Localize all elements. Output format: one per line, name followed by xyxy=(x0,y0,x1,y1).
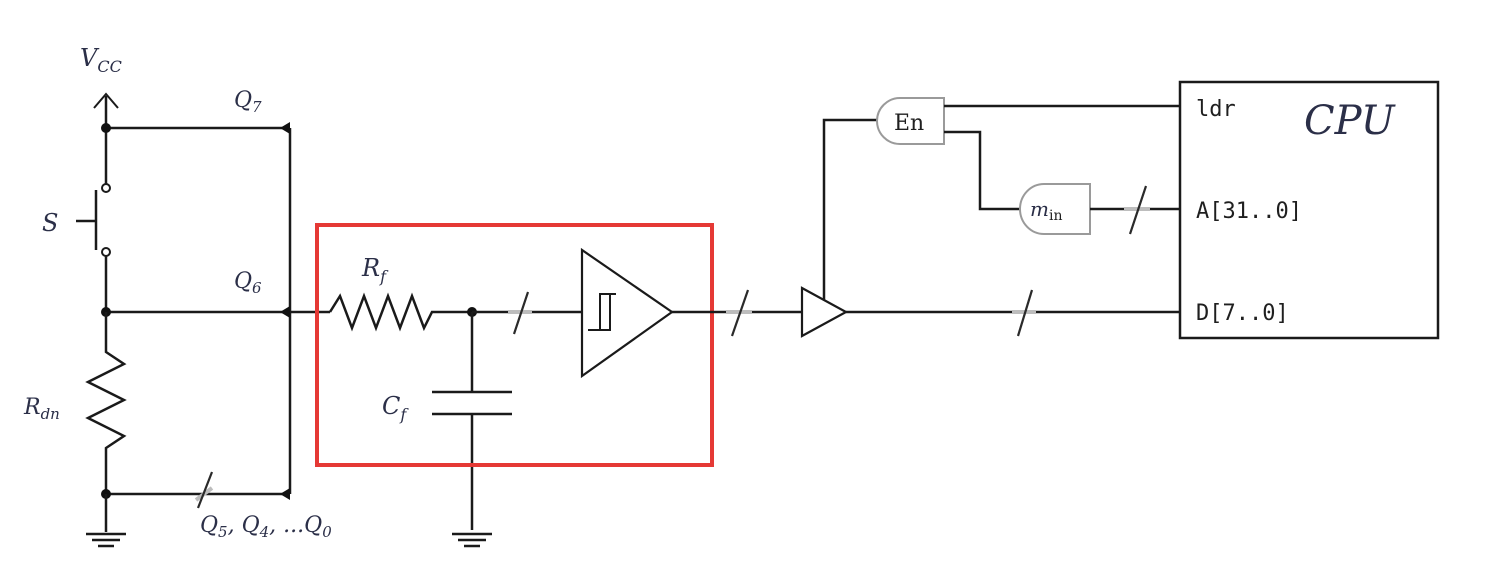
q6-label: Q6 xyxy=(234,269,262,297)
capacitor-cf xyxy=(432,312,512,530)
enable-wire xyxy=(822,118,882,300)
highlight-box xyxy=(315,223,714,467)
cpu-pin-address: A[31..0] xyxy=(1196,199,1302,224)
cpu-pin-ldr: ldr xyxy=(1196,97,1236,122)
schmitt-trigger xyxy=(580,247,674,379)
enable-gate-label: En xyxy=(894,111,924,136)
rf-label: Rf xyxy=(361,254,389,286)
switch-label: S xyxy=(42,209,58,237)
bus-slash-address xyxy=(1128,185,1148,235)
min-gate-label: min xyxy=(1030,197,1062,224)
vcc-label: VCC xyxy=(80,44,122,76)
pushbutton-switch xyxy=(76,183,111,314)
cf-label: Cf xyxy=(382,392,409,424)
resistor-rdn xyxy=(85,312,127,494)
cpu-title: CPU xyxy=(1304,98,1396,144)
connector-bus xyxy=(280,122,292,500)
bus-slash-filter xyxy=(512,291,530,335)
bus-slash-data xyxy=(1016,289,1034,337)
enable-to-min-wire xyxy=(944,130,1024,211)
enable-gate xyxy=(876,97,945,145)
bus-slash-q xyxy=(196,471,214,509)
junction-vcc xyxy=(101,123,111,133)
q-bus-label: Q5, Q4, ...Q0 xyxy=(200,513,332,541)
q7-label: Q7 xyxy=(234,88,262,116)
ground-symbol-left xyxy=(86,494,126,548)
resistor-rf xyxy=(328,292,472,332)
cpu-pin-data: D[7..0] xyxy=(1196,301,1289,326)
bus-slash-trigger xyxy=(730,289,750,337)
rdn-label: Rdn xyxy=(23,395,60,423)
min-gate xyxy=(1019,183,1091,235)
vcc-rail xyxy=(93,92,119,186)
cpu-block xyxy=(1178,80,1440,340)
ground-symbol-filter xyxy=(452,532,492,548)
